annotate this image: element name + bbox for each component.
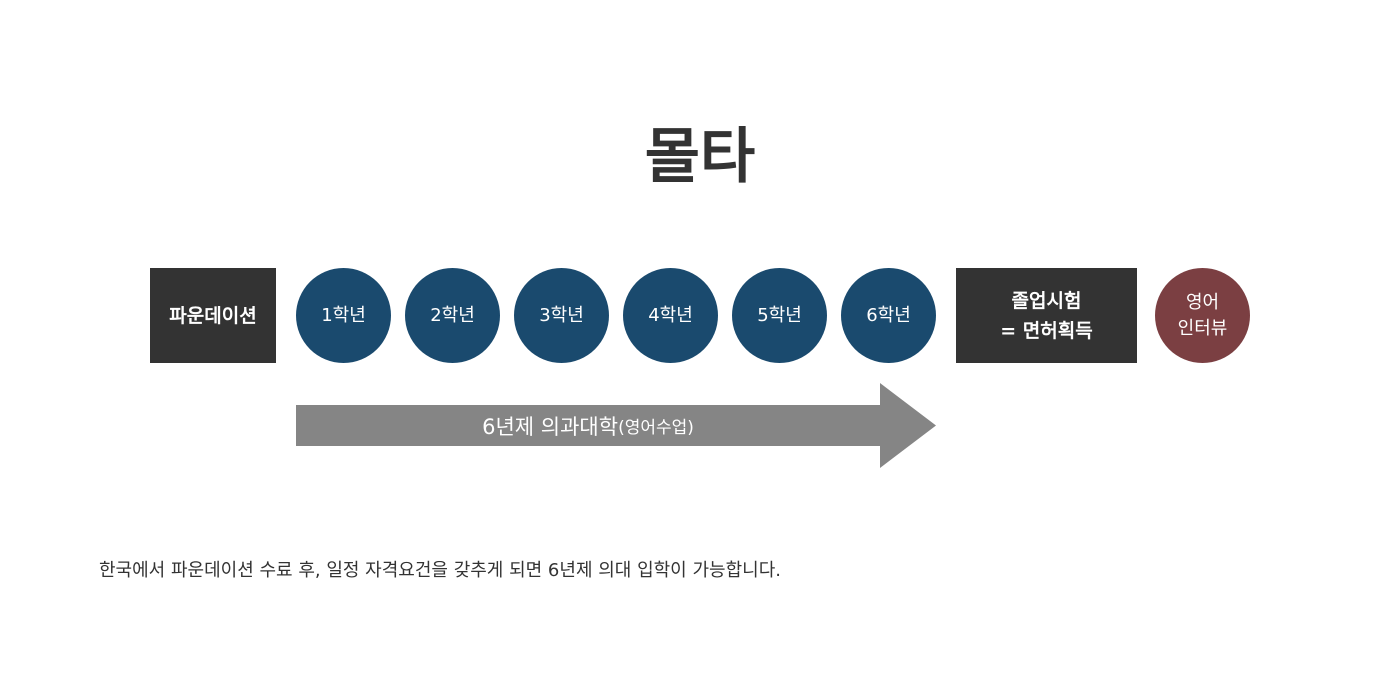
year-3-circle: 3학년 — [514, 268, 609, 363]
year-5-circle: 5학년 — [732, 268, 827, 363]
year-label: 1학년 — [321, 304, 366, 326]
license-label: = 면허획득 — [1000, 319, 1093, 342]
english-interview-circle: 영어 인터뷰 — [1155, 268, 1250, 363]
graduation-exam-box: 졸업시험 = 면허획득 — [956, 268, 1137, 363]
interview-label-line2: 인터뷰 — [1177, 317, 1228, 339]
year-4-circle: 4학년 — [623, 268, 718, 363]
year-label: 3학년 — [539, 304, 584, 326]
graduation-label: 졸업시험 — [1011, 289, 1082, 312]
interview-label-line1: 영어 — [1185, 291, 1220, 313]
year-6-circle: 6학년 — [841, 268, 936, 363]
year-2-circle: 2학년 — [405, 268, 500, 363]
year-1-circle: 1학년 — [296, 268, 391, 363]
program-label: 6년제 의과대학 — [482, 414, 619, 439]
year-label: 6학년 — [866, 304, 911, 326]
arrow-label: 6년제 의과대학 (영어수업) — [296, 405, 880, 446]
page-title: 몰타 — [644, 122, 756, 192]
year-label: 2학년 — [430, 304, 475, 326]
year-label: 4학년 — [648, 304, 693, 326]
footer-note: 한국에서 파운데이션 수료 후, 일정 자격요건을 갖추게 되면 6년제 의대 … — [99, 560, 781, 581]
program-sub-label: (영어수업) — [618, 418, 694, 438]
year-label: 5학년 — [757, 304, 802, 326]
program-arrow — [296, 383, 936, 468]
arrow-shape — [296, 383, 936, 468]
foundation-box: 파운데이션 — [150, 268, 276, 363]
foundation-label: 파운데이션 — [169, 304, 257, 327]
